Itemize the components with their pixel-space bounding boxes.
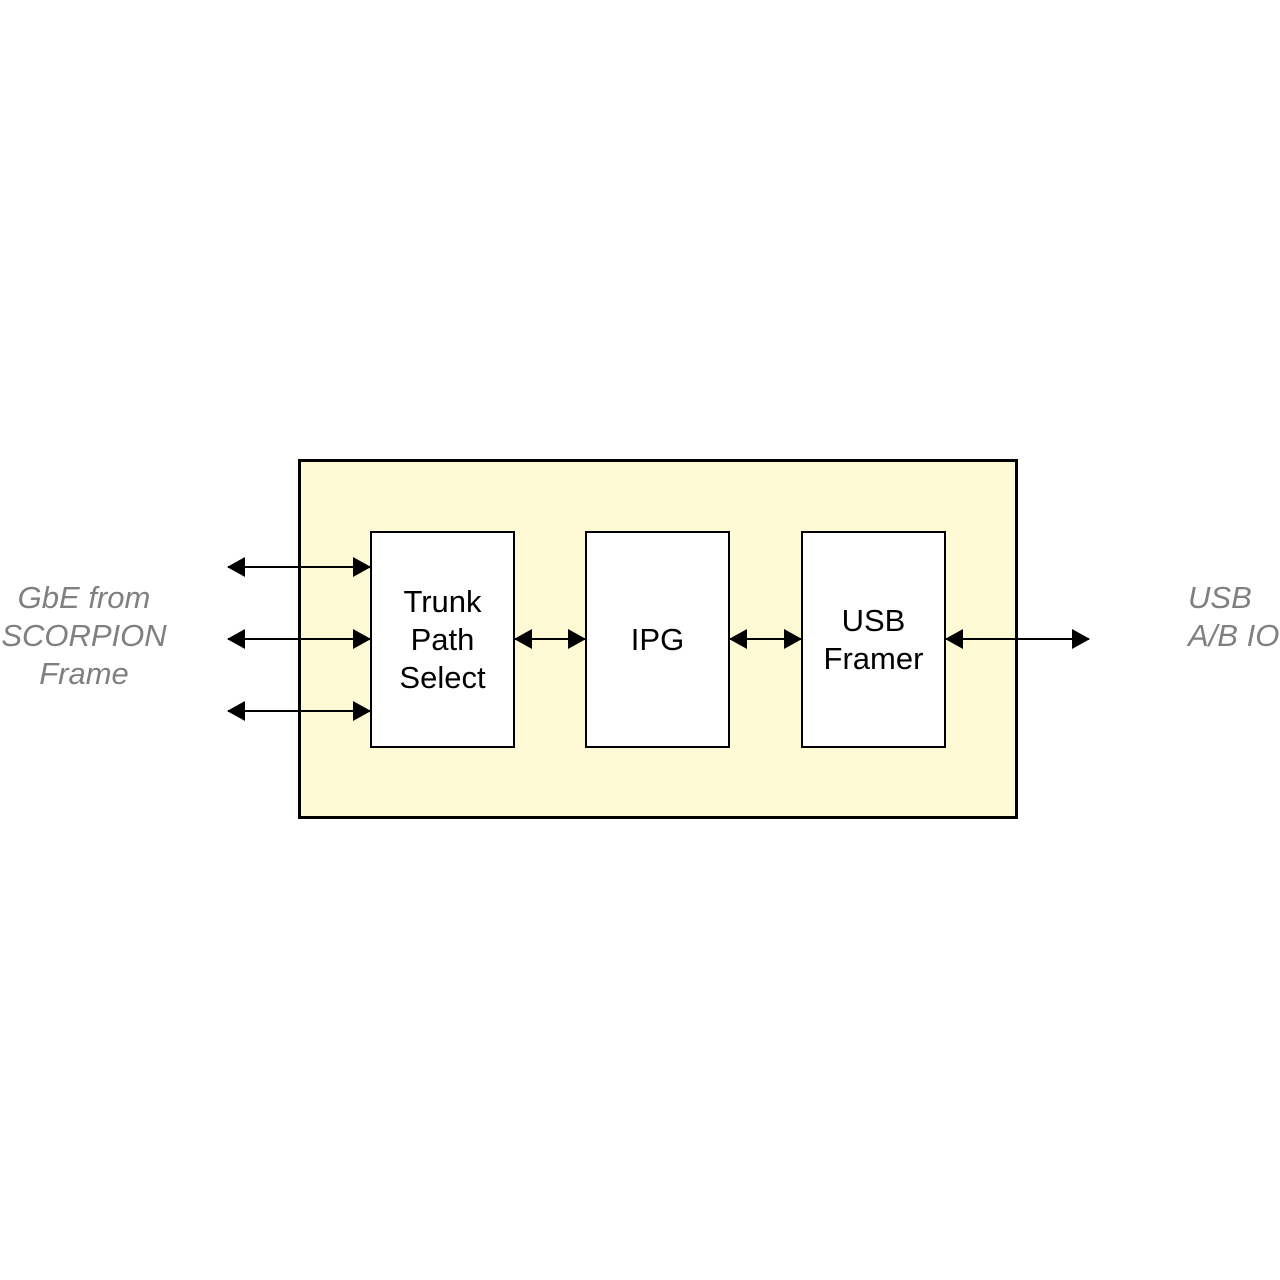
ipg-label: IPG: [630, 621, 685, 657]
usb-framer-label: USB Framer: [823, 602, 924, 676]
usb-io-label: USB A/B IO: [1188, 580, 1280, 653]
gbe-input-label: GbE from SCORPION Frame: [1, 580, 167, 691]
trunk-path-select-label: Trunk Path Select: [399, 583, 486, 695]
usb-framer-block: USB Framer: [801, 531, 946, 748]
ipg-block: IPG: [585, 531, 730, 748]
trunk-path-select-block: Trunk Path Select: [370, 531, 515, 748]
